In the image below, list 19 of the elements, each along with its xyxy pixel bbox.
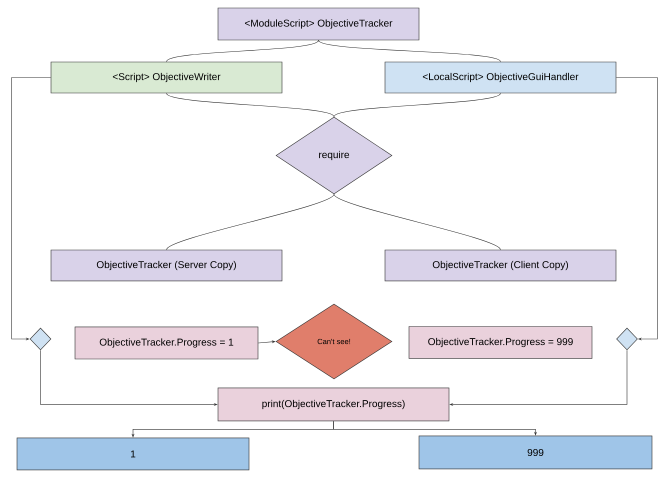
result-box: 999 — [418, 436, 652, 470]
process-box: ObjectiveTracker.Progress = 1 — [74, 326, 258, 360]
module-box: <ModuleScript> ObjectiveTracker — [218, 8, 420, 40]
process-box: print(ObjectiveTracker.Progress) — [218, 388, 450, 422]
connector-curve — [334, 194, 501, 250]
connector-curve — [166, 194, 334, 250]
connector-curve — [334, 93, 501, 117]
decision-diamond — [30, 328, 52, 350]
process-box: ObjectiveTracker (Server Copy) — [50, 250, 282, 282]
result-box: 1 — [16, 438, 250, 470]
decision-diamond — [616, 328, 638, 350]
script-box: <Script> ObjectiveWriter — [50, 62, 282, 94]
connector-curve — [318, 40, 501, 62]
arrow — [616, 77, 658, 341]
process-box: ObjectiveTracker (Client Copy) — [384, 250, 616, 282]
connector-curve — [166, 93, 334, 117]
script-box: <LocalScript> ObjectiveGuiHandler — [384, 62, 616, 94]
process-box: ObjectiveTracker.Progress = 999 — [408, 326, 592, 359]
connector-curve — [166, 40, 319, 62]
